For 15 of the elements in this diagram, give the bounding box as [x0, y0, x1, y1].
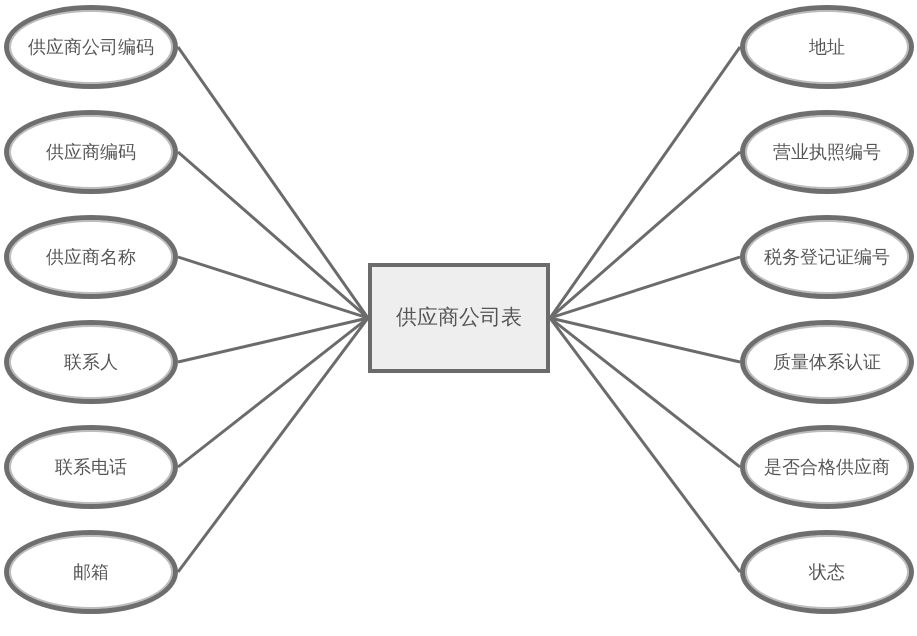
- attribute-name: 状态: [809, 560, 845, 584]
- entity-box: [368, 263, 550, 373]
- attribute-name: 质量体系认证: [773, 350, 881, 374]
- attribute-name: 供应商公司编码: [28, 36, 154, 60]
- attribute-name: 联系电话: [55, 456, 127, 480]
- attribute-name: 供应商名称: [46, 246, 136, 270]
- attribute-name: 邮箱: [73, 560, 109, 584]
- attribute-name: 地址: [809, 36, 845, 60]
- attribute-name: 联系人: [64, 350, 118, 374]
- connector-line: [176, 317, 370, 573]
- attribute-name: 是否合格供应商: [764, 456, 890, 480]
- entity-name: 供应商公司表: [396, 304, 522, 332]
- attribute-name: 税务登记证编号: [764, 246, 890, 270]
- attribute-name: 供应商编码: [46, 140, 136, 164]
- attribute-name: 营业执照编号: [773, 140, 881, 164]
